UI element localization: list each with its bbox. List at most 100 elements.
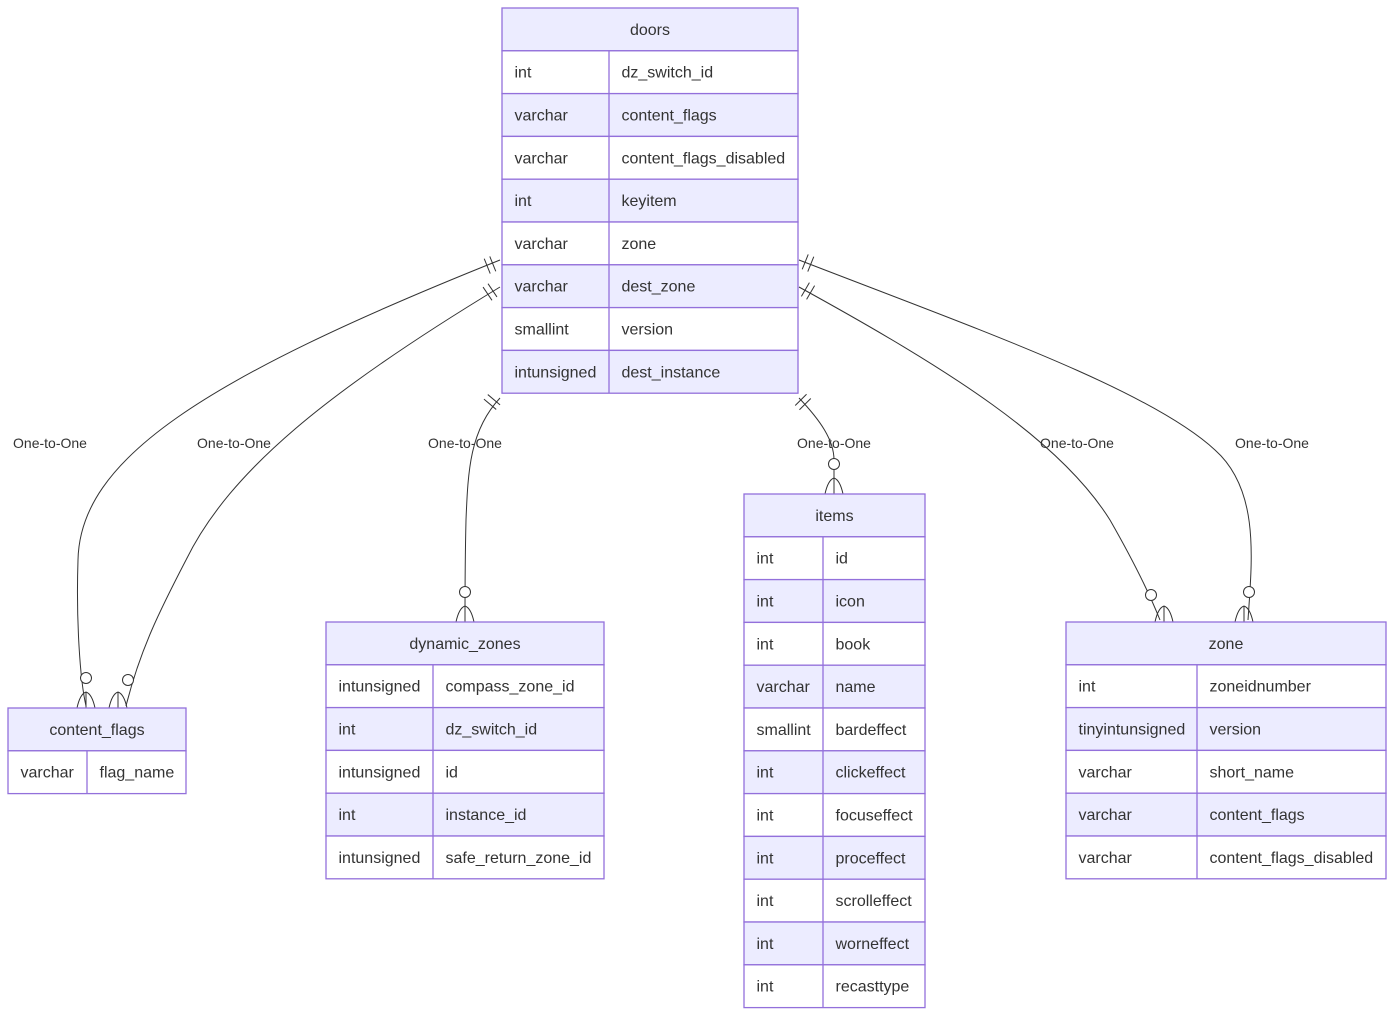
attribute-name: book bbox=[836, 636, 872, 653]
cardinality-zero-many-marker bbox=[1145, 589, 1174, 623]
attribute-type: int bbox=[757, 594, 774, 611]
attribute-row: varchar content_flags_disabled bbox=[501, 135, 799, 180]
attribute-type: varchar bbox=[515, 279, 569, 296]
entity-title: content_flags bbox=[49, 722, 144, 739]
relationship-edge bbox=[76, 256, 501, 709]
relationship-edge bbox=[798, 254, 1255, 623]
relationship-path bbox=[798, 286, 1161, 621]
attribute-name: id bbox=[836, 551, 848, 568]
attribute-name: version bbox=[1210, 722, 1262, 739]
attribute-row: varchar dest_zone bbox=[501, 264, 799, 309]
relationship-label: One-to-One bbox=[13, 435, 87, 451]
attribute-row-bg bbox=[325, 706, 605, 752]
attribute-type: tinyintunsigned bbox=[1079, 722, 1186, 739]
attribute-name: content_flags_disabled bbox=[622, 150, 786, 167]
attribute-type: int bbox=[339, 722, 356, 739]
attribute-type: smallint bbox=[515, 322, 570, 339]
attribute-name: recasttype bbox=[836, 979, 910, 996]
cardinality-one-marker bbox=[800, 282, 816, 300]
attribute-type: varchar bbox=[515, 108, 569, 125]
relationship-label: One-to-One bbox=[197, 435, 271, 451]
relationship-edge bbox=[455, 394, 501, 623]
attribute-type: int bbox=[757, 893, 774, 910]
relationship-label: One-to-One bbox=[1040, 435, 1114, 451]
attribute-row-bg bbox=[325, 792, 605, 837]
entity-title: doors bbox=[630, 22, 670, 39]
attribute-row: tinyintunsigned version bbox=[1065, 706, 1387, 752]
attribute-row-bg bbox=[501, 349, 799, 394]
relationship-path bbox=[798, 259, 1252, 621]
entity-header bbox=[1065, 621, 1387, 666]
attribute-type: int bbox=[757, 850, 774, 867]
entity-title: dynamic_zones bbox=[409, 636, 520, 653]
attribute-row-bg bbox=[743, 707, 926, 752]
attribute-type: varchar bbox=[21, 765, 75, 782]
attribute-row-bg bbox=[7, 750, 187, 795]
attribute-row-bg bbox=[501, 221, 799, 266]
attribute-type: int bbox=[515, 193, 532, 210]
attribute-name: zoneidnumber bbox=[1210, 679, 1312, 696]
cardinality-zero-many-marker bbox=[76, 672, 96, 709]
attribute-name: name bbox=[836, 679, 876, 696]
attribute-name: safe_return_zone_id bbox=[446, 850, 592, 867]
attribute-name: dest_zone bbox=[622, 279, 696, 296]
relationship-edge bbox=[108, 283, 501, 709]
attribute-name: version bbox=[622, 322, 674, 339]
attribute-name: instance_id bbox=[446, 807, 527, 824]
relationship-label: One-to-One bbox=[797, 435, 871, 451]
attribute-type: int bbox=[1079, 679, 1096, 696]
relationship-path bbox=[125, 286, 501, 707]
attribute-name: content_flags bbox=[622, 108, 717, 125]
attribute-name: zone bbox=[622, 236, 657, 253]
attribute-type: int bbox=[757, 808, 774, 825]
cardinality-zero-many-marker bbox=[824, 458, 844, 495]
attribute-type: varchar bbox=[515, 150, 569, 167]
attribute-row: smallint version bbox=[501, 306, 799, 352]
attribute-name: content_flags bbox=[1210, 807, 1305, 824]
attribute-name: proceffect bbox=[836, 850, 907, 867]
attribute-type: varchar bbox=[1079, 764, 1133, 781]
attribute-row-bg bbox=[501, 92, 799, 138]
attribute-row-bg bbox=[501, 135, 799, 180]
attribute-row-bg bbox=[325, 835, 605, 880]
attribute-type: smallint bbox=[757, 722, 812, 739]
attribute-row-bg bbox=[501, 50, 799, 95]
cardinality-one-marker bbox=[801, 254, 815, 272]
attribute-row-bg bbox=[1065, 706, 1387, 752]
attribute-row-bg bbox=[1065, 835, 1387, 880]
relationship-label: One-to-One bbox=[1235, 435, 1309, 451]
cardinality-one-marker bbox=[482, 283, 498, 301]
attribute-name: dz_switch_id bbox=[446, 722, 538, 739]
entity-title: items bbox=[815, 508, 853, 525]
attribute-name: worneffect bbox=[835, 936, 910, 953]
attribute-row: int proceffect bbox=[743, 835, 926, 880]
attribute-row-bg bbox=[501, 264, 799, 309]
entity-title: zone bbox=[1209, 636, 1244, 653]
attribute-type: int bbox=[757, 551, 774, 568]
relationship-edge bbox=[798, 282, 1174, 623]
attribute-row-bg bbox=[501, 306, 799, 352]
cardinality-one-marker bbox=[483, 256, 497, 274]
attribute-row-bg bbox=[743, 536, 926, 581]
entity-header bbox=[501, 7, 799, 52]
attribute-name: dz_switch_id bbox=[622, 65, 714, 82]
attribute-name: icon bbox=[836, 594, 865, 611]
attribute-row: int zoneidnumber bbox=[1065, 664, 1387, 709]
attribute-row-bg bbox=[743, 964, 926, 1009]
attribute-row-bg bbox=[501, 178, 799, 223]
attribute-name: scrolleffect bbox=[836, 893, 913, 910]
relationship-edge bbox=[794, 393, 844, 495]
attribute-name: keyitem bbox=[622, 193, 677, 210]
